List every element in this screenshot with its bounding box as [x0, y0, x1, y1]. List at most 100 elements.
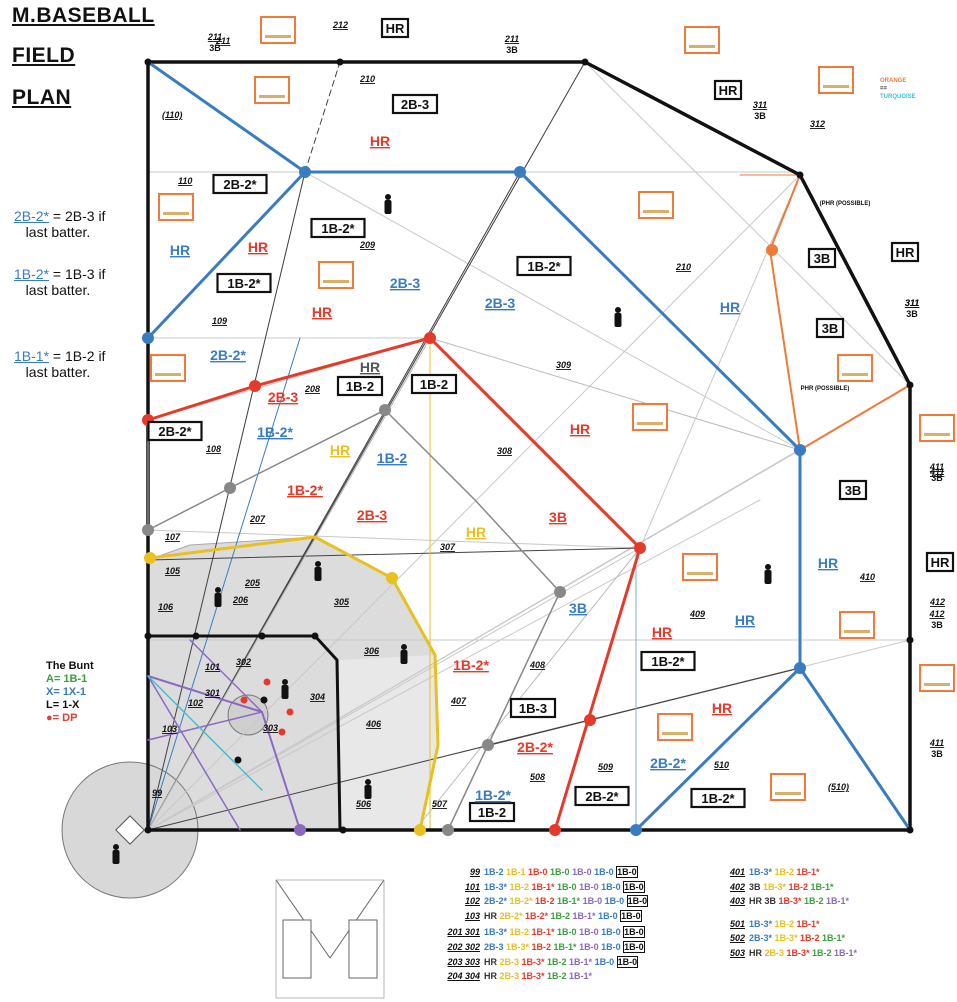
grid-line [147, 499, 761, 831]
legend-hit: 1B-1* [553, 941, 580, 952]
hit-box [216, 272, 272, 294]
player-figure [400, 650, 408, 664]
orange-box-bar [844, 630, 870, 633]
wall-mark-code: 311 [753, 100, 767, 110]
zone-label: 99 [152, 788, 162, 798]
legend-hit: 1B-1* [834, 947, 858, 958]
zone-label: 308 [497, 446, 512, 456]
zone-label: 209 [359, 240, 375, 250]
field-node [379, 404, 391, 416]
field-node [794, 444, 806, 456]
legend-hit: 1B-0 [579, 881, 602, 892]
hit-text: HR [170, 242, 190, 258]
legend-hit: 1B-0 [601, 881, 624, 892]
legend-hit: 1B-1* [569, 971, 593, 982]
hit-text: HR [370, 133, 390, 149]
legend-code: 401 [729, 867, 745, 877]
orange-box [632, 403, 668, 431]
legend-hit: 1B-0 [594, 867, 617, 877]
legend-hit: 1B-2 [509, 927, 532, 938]
legend-hit: 1B-1* [569, 956, 595, 967]
bunt-a: A= 1B-1 [46, 673, 88, 685]
hit-box [410, 373, 458, 395]
legend-hit: 1B-3* [484, 881, 510, 892]
dp-dot [278, 728, 286, 736]
player-figure [614, 313, 622, 327]
zone-label: 302 [236, 657, 251, 667]
zone-label: 212 [332, 20, 348, 30]
legend-hit: 1B-0 [623, 880, 645, 893]
player-figure [214, 593, 222, 607]
legend-hit: 2B-3 [764, 947, 787, 958]
legend-hit: 1B-2 [509, 881, 532, 892]
legend-hit: 3B [764, 896, 779, 907]
hit-box [890, 241, 920, 263]
key-eq: == [880, 86, 888, 92]
legend-hit: HR [484, 971, 500, 982]
legend-code: 402 [729, 881, 745, 892]
zone-label: 103 [162, 724, 177, 734]
zone-label: 211 [215, 36, 230, 46]
legend-hit: 1B-2 [774, 867, 797, 877]
zone-label: 210 [675, 262, 691, 272]
note-1b1: 1B-1* = 1B-2 if last batter. [14, 348, 105, 380]
field-node [142, 332, 154, 344]
zone-label: (510) [828, 782, 849, 792]
orange-box [919, 414, 955, 442]
field-node-small [144, 826, 152, 834]
legend-hit: 2B-3 [499, 956, 522, 967]
zone-label: (110) [162, 110, 182, 120]
legend-hit: 1B-1* [822, 933, 846, 944]
player-figure [764, 570, 772, 584]
legend-hit: 1B-0 [626, 895, 649, 908]
grid-line [639, 174, 801, 549]
legend-hit: 1B-1* [810, 881, 834, 892]
wall-mark-base: 3B [506, 45, 518, 55]
legend-code: 203 303 [447, 956, 480, 967]
hit-box-label: 1B-2* [227, 276, 261, 291]
legend-code: 403 [729, 896, 745, 907]
legend-hit: 1B-0 [604, 896, 627, 907]
player-figure [385, 194, 391, 200]
zone-label: 412 [929, 597, 945, 607]
legend-hit: 1B-2* [509, 896, 536, 907]
zone-label: 309 [556, 360, 571, 370]
radial-line [487, 667, 801, 746]
legend-code: 103 [464, 910, 480, 921]
hit-box-label: 1B-2 [478, 805, 506, 820]
dp-dot [286, 708, 294, 716]
orange-box-bar [155, 373, 181, 376]
field-node-small [311, 632, 319, 640]
wall-mark-base: 3B [931, 473, 943, 483]
hit-box [391, 93, 439, 115]
radial-line [147, 337, 431, 831]
bunt-l: L= 1-X [46, 699, 80, 711]
zone-label: 101 [205, 662, 220, 672]
dp-dot [263, 678, 271, 686]
legend-hit: 1B-0 [550, 867, 573, 877]
grid-line [304, 171, 801, 451]
field-node [514, 166, 526, 178]
grid-line [147, 529, 641, 549]
zone-label: 205 [244, 578, 261, 588]
bunt-dp: ●= DP [46, 712, 78, 724]
legend-hit: 1B-2 [800, 933, 823, 944]
batter-box [282, 919, 312, 979]
field-node [142, 524, 154, 536]
orange-box [919, 664, 955, 692]
legend-hit: 2B-2* [499, 910, 526, 921]
legend-hit: 1B-0 [623, 940, 645, 953]
zone-label: 307 [440, 542, 456, 552]
legend-hit: 1B-2 [484, 867, 507, 877]
field-node-small [581, 58, 589, 66]
legend-hit: 1B-0 [623, 926, 645, 939]
radial-line [414, 547, 641, 831]
legend-hit: 1B-3* [506, 941, 532, 952]
legend-hit: 1B-0 [616, 955, 639, 968]
note-text: = 2B-3 if [49, 208, 106, 224]
player-figure [615, 307, 621, 313]
